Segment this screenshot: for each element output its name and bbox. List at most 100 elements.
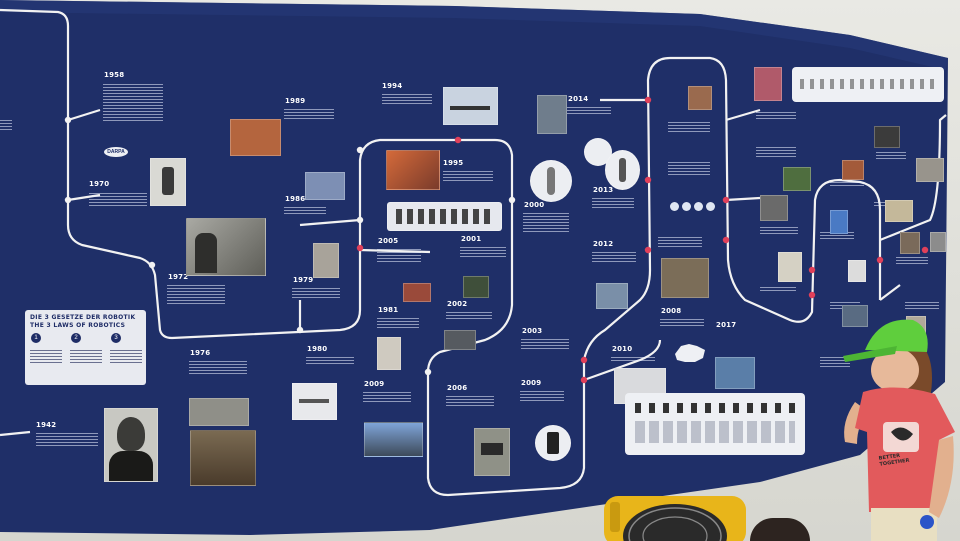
text-block	[292, 286, 340, 300]
text-block	[668, 120, 710, 134]
text-block	[446, 310, 492, 321]
text-block	[377, 247, 421, 264]
text-block	[896, 255, 928, 266]
year-label: 2001	[461, 235, 482, 243]
robot-icons-panel-bottom	[625, 393, 805, 455]
icon-row	[670, 202, 718, 212]
person-head-bottom	[750, 518, 810, 541]
text-block	[382, 92, 432, 106]
text-block	[306, 355, 354, 366]
photo-right-7	[848, 260, 866, 282]
text-block	[460, 245, 506, 259]
photo-1989	[230, 119, 281, 156]
law-number-1: 1	[31, 333, 41, 343]
child-green-cap	[843, 319, 955, 541]
photo-2015	[688, 86, 712, 110]
photo-1995	[386, 150, 440, 190]
robot-icons-panel-top	[792, 67, 944, 102]
photo-right-3	[842, 160, 864, 180]
year-label: 1981	[378, 306, 399, 314]
photo-2008	[661, 258, 709, 298]
text-block	[611, 355, 655, 363]
photo-right-2	[916, 158, 944, 182]
year-label: 2017	[716, 321, 737, 329]
text-block	[660, 317, 704, 328]
laws-title-en: THE 3 LAWS OF ROBOTICS	[30, 322, 126, 329]
darpa-logo: DARPA	[104, 147, 128, 157]
text-block	[167, 283, 225, 306]
year-label: 2010	[612, 345, 633, 353]
law-number-3: 3	[111, 333, 121, 343]
text-block	[668, 160, 710, 177]
text-block	[905, 300, 939, 311]
photo-robot-1970	[150, 158, 186, 206]
photo-viking-lander	[190, 430, 256, 486]
photo-right-4	[885, 200, 913, 222]
switzerland-map-icon	[675, 344, 705, 362]
text-block	[284, 107, 334, 121]
photo-2001	[463, 276, 489, 298]
text-block	[658, 235, 702, 249]
year-label: 2009	[364, 380, 385, 388]
photo-right-1	[874, 126, 900, 148]
year-label: 2006	[447, 384, 468, 392]
year-label: 1986	[285, 195, 306, 203]
text-block	[521, 337, 569, 351]
year-label: 1958	[104, 71, 125, 79]
year-label: 2000	[524, 201, 545, 209]
three-laws-box: DIE 3 GESETZE DER ROBOTIK THE 3 LAWS OF …	[25, 310, 146, 385]
photo-right-9	[930, 232, 946, 252]
photo-1976	[189, 398, 249, 426]
photo-historic-robot	[186, 218, 266, 276]
text-block	[830, 180, 864, 188]
timeline-nodes	[64, 96, 929, 384]
year-label: 2014	[568, 95, 589, 103]
text-block	[760, 225, 798, 236]
year-label: 1994	[382, 82, 403, 90]
photo-portrait-1942	[104, 408, 158, 482]
text-block	[760, 285, 796, 293]
text-block	[36, 431, 98, 448]
text-block	[443, 169, 493, 183]
year-label: 1989	[285, 97, 306, 105]
text-block	[363, 390, 411, 404]
yellow-fan	[604, 496, 746, 541]
year-label: 2008	[661, 307, 682, 315]
photo-2014	[537, 95, 567, 134]
text-block	[592, 250, 636, 264]
photo-people	[754, 67, 782, 101]
photo-bigdog	[474, 428, 510, 476]
year-label: 1972	[168, 273, 189, 281]
text-block	[284, 205, 326, 216]
photo-2005	[403, 283, 431, 302]
year-label: 2013	[593, 186, 614, 194]
text-block	[520, 389, 564, 403]
photo-2016	[783, 167, 811, 191]
year-label: 2002	[447, 300, 468, 308]
law-number-2: 2	[71, 333, 81, 343]
photo-1979	[313, 243, 339, 278]
photo-right-6	[900, 232, 920, 254]
photo-asimo	[530, 160, 572, 202]
text-block	[103, 82, 163, 122]
photo-2016b	[760, 195, 788, 221]
year-label: 2005	[378, 237, 399, 245]
photo-2009-plane	[364, 422, 423, 457]
year-label: 1942	[36, 421, 57, 429]
photo-2002	[444, 330, 476, 350]
photo-2016c	[778, 252, 802, 282]
photo-robot-circle-2	[605, 150, 640, 190]
photo-1994	[443, 87, 498, 125]
photo-right-5	[830, 210, 848, 234]
text-block	[0, 118, 12, 132]
text-block	[756, 110, 796, 121]
photo-2017	[715, 357, 755, 389]
text-block	[89, 191, 147, 208]
law-text-1	[30, 348, 62, 365]
photo-2012	[596, 283, 628, 309]
photo-1981	[377, 337, 401, 370]
year-label: 1995	[443, 159, 464, 167]
year-label: 1970	[89, 180, 110, 188]
text-block	[446, 394, 494, 408]
photo-right-8	[842, 305, 868, 327]
